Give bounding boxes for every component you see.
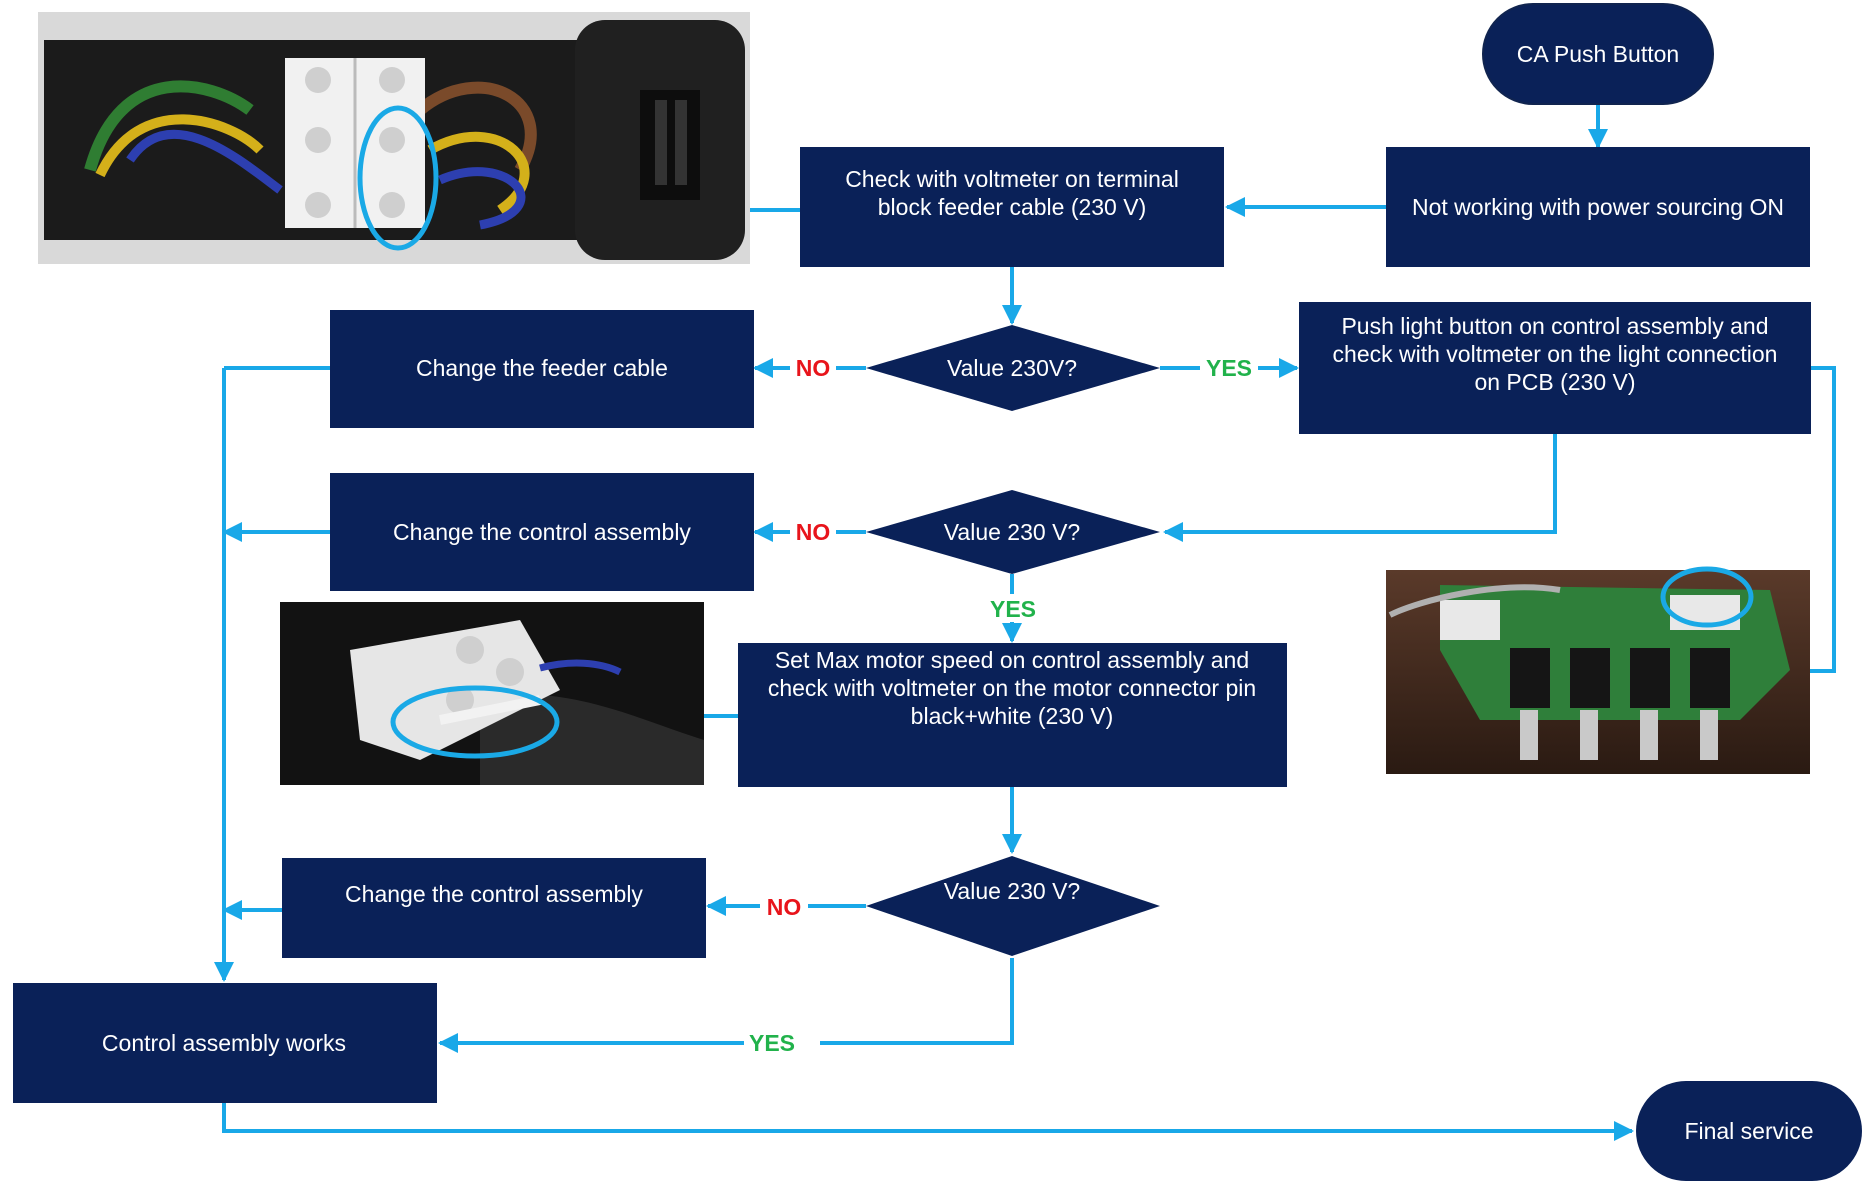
decision-1-label: Value 230V? — [947, 355, 1077, 381]
final-service-label: Final service — [1684, 1118, 1813, 1144]
change-control-2-label: Change the control assembly — [345, 881, 643, 907]
edge-label-no-2: NO — [796, 519, 831, 545]
edge-label-no-3: NO — [767, 894, 802, 920]
decision-3-label: Value 230 V? — [944, 878, 1080, 904]
check-feeder-box: Check with voltmeter on terminal block f… — [800, 147, 1224, 267]
edge-label-yes-2: YES — [990, 596, 1036, 622]
push-light-line-3: on PCB (230 V) — [1474, 369, 1635, 395]
decision-2: Value 230 V? — [866, 490, 1160, 574]
control-works-box: Control assembly works — [13, 983, 437, 1103]
decision-3: Value 230 V? — [866, 856, 1160, 956]
change-control-box-2: Change the control assembly — [282, 858, 706, 958]
set-max-motor-box: Set Max motor speed on control assembly … — [738, 643, 1287, 787]
connectors — [214, 104, 1836, 1141]
push-light-line-2: check with voltmeter on the light connec… — [1333, 341, 1778, 367]
decision-1: Value 230V? — [866, 325, 1160, 411]
check-feeder-line-2: block feeder cable (230 V) — [878, 194, 1147, 220]
not-working-box: Not working with power sourcing ON — [1386, 147, 1810, 267]
control-works-label: Control assembly works — [102, 1030, 346, 1056]
change-control-box-1: Change the control assembly — [330, 473, 754, 591]
push-light-box: Push light button on control assembly an… — [1299, 302, 1811, 434]
edge-label-yes-3: YES — [749, 1030, 795, 1056]
set-max-motor-line-2: check with voltmeter on the motor connec… — [768, 675, 1256, 701]
start-label: CA Push Button — [1517, 41, 1679, 67]
change-feeder-label: Change the feeder cable — [416, 355, 668, 381]
set-max-motor-line-1: Set Max motor speed on control assembly … — [775, 647, 1249, 673]
check-feeder-line-1: Check with voltmeter on terminal — [845, 166, 1179, 192]
highlight-ring — [1660, 566, 1754, 628]
decision-2-label: Value 230 V? — [944, 519, 1080, 545]
edge-label-yes-1: YES — [1206, 355, 1252, 381]
pcb-photo — [1386, 566, 1810, 774]
terminal-block-photo — [38, 12, 750, 264]
motor-connector-photo — [280, 602, 704, 785]
push-light-line-1: Push light button on control assembly an… — [1341, 313, 1768, 339]
start-terminal: CA Push Button — [1482, 3, 1714, 105]
edge-label-no-1: NO — [796, 355, 831, 381]
highlight-ring — [357, 105, 439, 251]
final-service-terminal: Final service — [1636, 1081, 1862, 1181]
change-feeder-box: Change the feeder cable — [330, 310, 754, 428]
not-working-label: Not working with power sourcing ON — [1412, 194, 1784, 220]
highlight-ring — [390, 685, 560, 759]
set-max-motor-line-3: black+white (230 V) — [911, 703, 1114, 729]
change-control-1-label: Change the control assembly — [393, 519, 691, 545]
